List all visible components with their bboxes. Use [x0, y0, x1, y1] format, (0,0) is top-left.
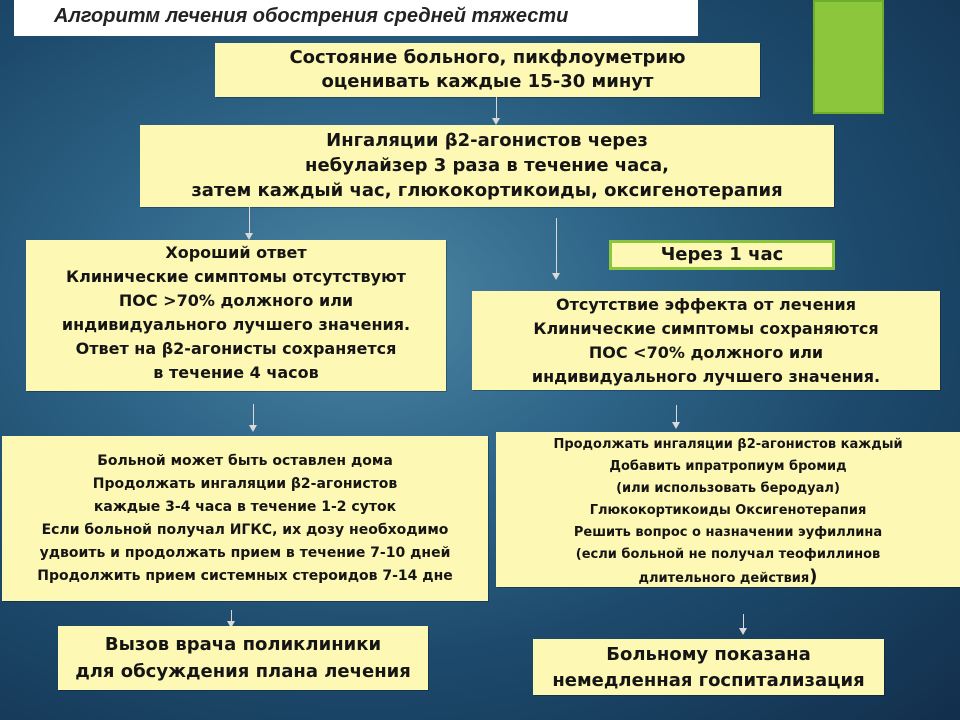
inhalation-line-2: небулайзер 3 раза в течение часа,	[305, 155, 669, 176]
assessment-line-1: Состояние больного, пикфлоуметрию	[289, 47, 686, 68]
clinic-call-box: Вызов врача поликлиники для обсуждения п…	[58, 626, 428, 690]
home-care-line-5: удвоить и продолжать прием в течение 7-1…	[39, 545, 451, 561]
good-response-line-5: Ответ на β2-агонисты сохраняется	[75, 339, 397, 358]
arrow-down-3	[552, 218, 560, 280]
arrow-down-7	[739, 614, 747, 635]
good-response-line-1: Хороший ответ	[165, 243, 307, 262]
good-response-box: Хороший ответ Клинические симптомы отсут…	[26, 240, 446, 391]
continue-care-box: Продолжать ингаляции β2-агонистов каждый…	[496, 432, 960, 587]
continue-care-line-7: длительного действия)	[496, 566, 960, 587]
green-accent-bar	[813, 0, 884, 114]
after-one-hour-text: Через 1 час	[660, 244, 784, 265]
slide-title: Алгоритм лечения обострения средней тяже…	[14, 0, 698, 36]
assessment-box: Состояние больного, пикфлоуметрию оценив…	[215, 43, 760, 97]
continue-care-line-2: Добавить ипратропиум бромид	[609, 459, 847, 474]
continue-care-line-3: (или использовать беродуал)	[616, 481, 840, 496]
good-response-line-2: Клинические симптомы отсутствуют	[66, 267, 406, 286]
hospitalization-box: Больному показана немедленная госпитализ…	[533, 639, 884, 695]
no-effect-box: Отсутствие эффекта от лечения Клинически…	[472, 291, 940, 390]
after-one-hour-label: Через 1 час	[609, 240, 835, 270]
continue-care-line-5: Решить вопрос о назначении эуфиллина	[573, 525, 883, 540]
clinic-call-line-2: для обсуждения плана лечения	[75, 661, 411, 682]
good-response-line-4: индивидуального лучшего значения.	[61, 315, 411, 334]
home-care-line-3: каждые 3-4 часа в течение 1-2 суток	[93, 499, 397, 515]
continue-care-line-7-text: длительного действия	[638, 571, 810, 586]
no-effect-line-2: Клинические симптомы сохраняются	[533, 319, 879, 338]
home-care-line-6: Продолжить прием системных стероидов 7-1…	[37, 568, 453, 584]
continue-care-line-1: Продолжать ингаляции β2-агонистов каждый	[553, 437, 903, 452]
slide-title-text: Алгоритм лечения обострения средней тяже…	[54, 5, 569, 27]
no-effect-line-4: индивидуального лучшего значения.	[531, 367, 881, 386]
home-care-line-4: Если больной получал ИГКС, их дозу необх…	[41, 522, 449, 538]
continue-care-line-4: Глюкокортикоиды Оксигенотерапия	[589, 503, 867, 518]
home-care-line-1: Больной может быть оставлен дома	[97, 453, 393, 469]
home-care-box: Больной может быть оставлен дома Продолж…	[2, 436, 488, 601]
assessment-line-2: оценивать каждые 15-30 минут	[321, 71, 654, 92]
arrow-down-6	[227, 610, 235, 628]
hospitalization-line-1: Больному показана	[606, 644, 811, 665]
inhalation-box: Ингаляции β2-агонистов через небулайзер …	[140, 125, 834, 207]
inhalation-line-3: затем каждый час, глюкокортикоиды, оксиг…	[191, 180, 783, 201]
no-effect-line-3: ПОС <70% должного или	[588, 343, 824, 362]
inhalation-line-1: Ингаляции β2-агонистов через	[326, 130, 648, 151]
arrow-down-2	[245, 207, 253, 240]
continue-care-closing-paren: )	[809, 566, 818, 587]
continue-care-line-6: (если больной не получал теофиллинов	[575, 547, 881, 562]
no-effect-line-1: Отсутствие эффекта от лечения	[556, 295, 856, 314]
arrow-down-4	[249, 404, 257, 432]
good-response-line-3: ПОС >70% должного или	[118, 291, 354, 310]
home-care-line-2: Продолжать ингаляции β2-агонистов	[92, 476, 398, 492]
hospitalization-line-2: немедленная госпитализация	[552, 670, 865, 691]
arrow-down-1	[492, 97, 500, 125]
arrow-down-5	[672, 405, 680, 429]
good-response-line-6: в течение 4 часов	[153, 363, 319, 382]
clinic-call-line-1: Вызов врача поликлиники	[104, 634, 382, 655]
